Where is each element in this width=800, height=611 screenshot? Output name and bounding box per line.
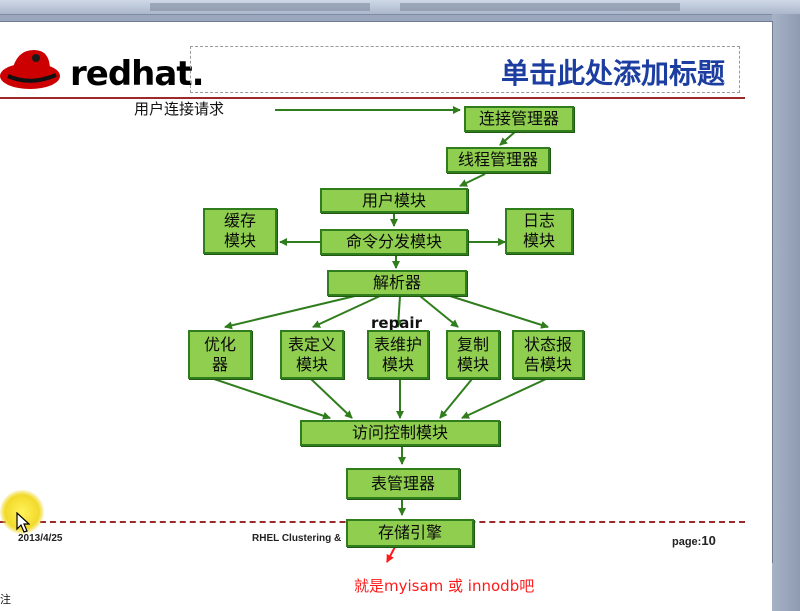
parser-box: 解析器: [327, 270, 467, 296]
title-placeholder[interactable]: 单击此处添加标题: [190, 46, 740, 93]
optimizer-box: 优化 器: [188, 330, 252, 379]
access-control-module-label: 访问控制模块: [351, 423, 448, 442]
replication-line1: 复制: [456, 334, 489, 354]
table-manager-label: 表管理器: [370, 473, 435, 493]
table-maintenance-line1: 表维护: [373, 334, 422, 354]
connection-manager-box: 连接管理器: [464, 106, 574, 132]
header-divider: [0, 97, 745, 99]
parser-label: 解析器: [372, 273, 421, 292]
access-control-module-box: 访问控制模块: [300, 420, 500, 446]
cache-module-line2: 模块: [223, 231, 256, 250]
log-module-line2: 模块: [522, 231, 555, 250]
replication-line2: 模块: [456, 354, 489, 374]
status-report-line1: 状态报: [523, 334, 572, 354]
optimizer-line2: 器: [211, 354, 228, 374]
user-module-label: 用户模块: [361, 190, 426, 210]
window-right-frame: [772, 14, 800, 611]
thread-manager-box: 线程管理器: [446, 147, 550, 173]
replication-module-box: 复制 模块: [446, 330, 500, 379]
table-manager-box: 表管理器: [346, 468, 460, 499]
footer-course: RHEL Clustering &: [252, 533, 342, 544]
footer-page: page:10: [672, 533, 716, 548]
command-dispatch-module-box: 命令分发模块: [320, 229, 468, 255]
table-maintenance-module-box: 表维护 模块: [367, 330, 429, 379]
window-top-bar: [0, 0, 800, 15]
table-definition-line1: 表定义: [287, 334, 336, 354]
subtitle-caption: 就是myisam 或 innodb吧: [346, 573, 543, 599]
thread-manager-label: 线程管理器: [457, 150, 538, 169]
page-label: page:: [672, 536, 702, 548]
mouse-pointer-icon: [16, 512, 30, 533]
cache-module-box: 缓存 模块: [203, 208, 277, 254]
cache-module-line1: 缓存: [223, 211, 256, 230]
storage-engine-label: 存储引擎: [377, 523, 442, 542]
left-edge-text: 注: [0, 593, 11, 606]
top-bar-segment: [150, 3, 370, 11]
optimizer-line1: 优化: [203, 334, 236, 354]
user-module-box: 用户模块: [320, 188, 468, 213]
table-maintenance-line2: 模块: [381, 354, 414, 374]
status-report-line2: 告模块: [523, 354, 572, 374]
slide-title: 单击此处添加标题: [500, 57, 725, 90]
logo-text: redhat.: [70, 54, 204, 94]
log-module-box: 日志 模块: [505, 208, 573, 254]
command-dispatch-module-label: 命令分发模块: [345, 232, 442, 251]
connection-manager-label: 连接管理器: [478, 109, 559, 128]
repair-annotation: repair: [371, 314, 422, 332]
footer-date: 2013/4/25: [18, 533, 63, 544]
request-label: 用户连接请求: [134, 100, 225, 118]
top-bar-segment: [400, 3, 680, 11]
storage-engine-box: 存储引擎: [346, 519, 474, 547]
status-report-module-box: 状态报 告模块: [512, 330, 584, 379]
redhat-logo-icon: [0, 50, 60, 89]
page-number: 10: [701, 533, 716, 548]
log-module-line1: 日志: [522, 211, 555, 230]
table-definition-line2: 模块: [295, 354, 328, 374]
table-definition-module-box: 表定义 模块: [280, 330, 344, 379]
